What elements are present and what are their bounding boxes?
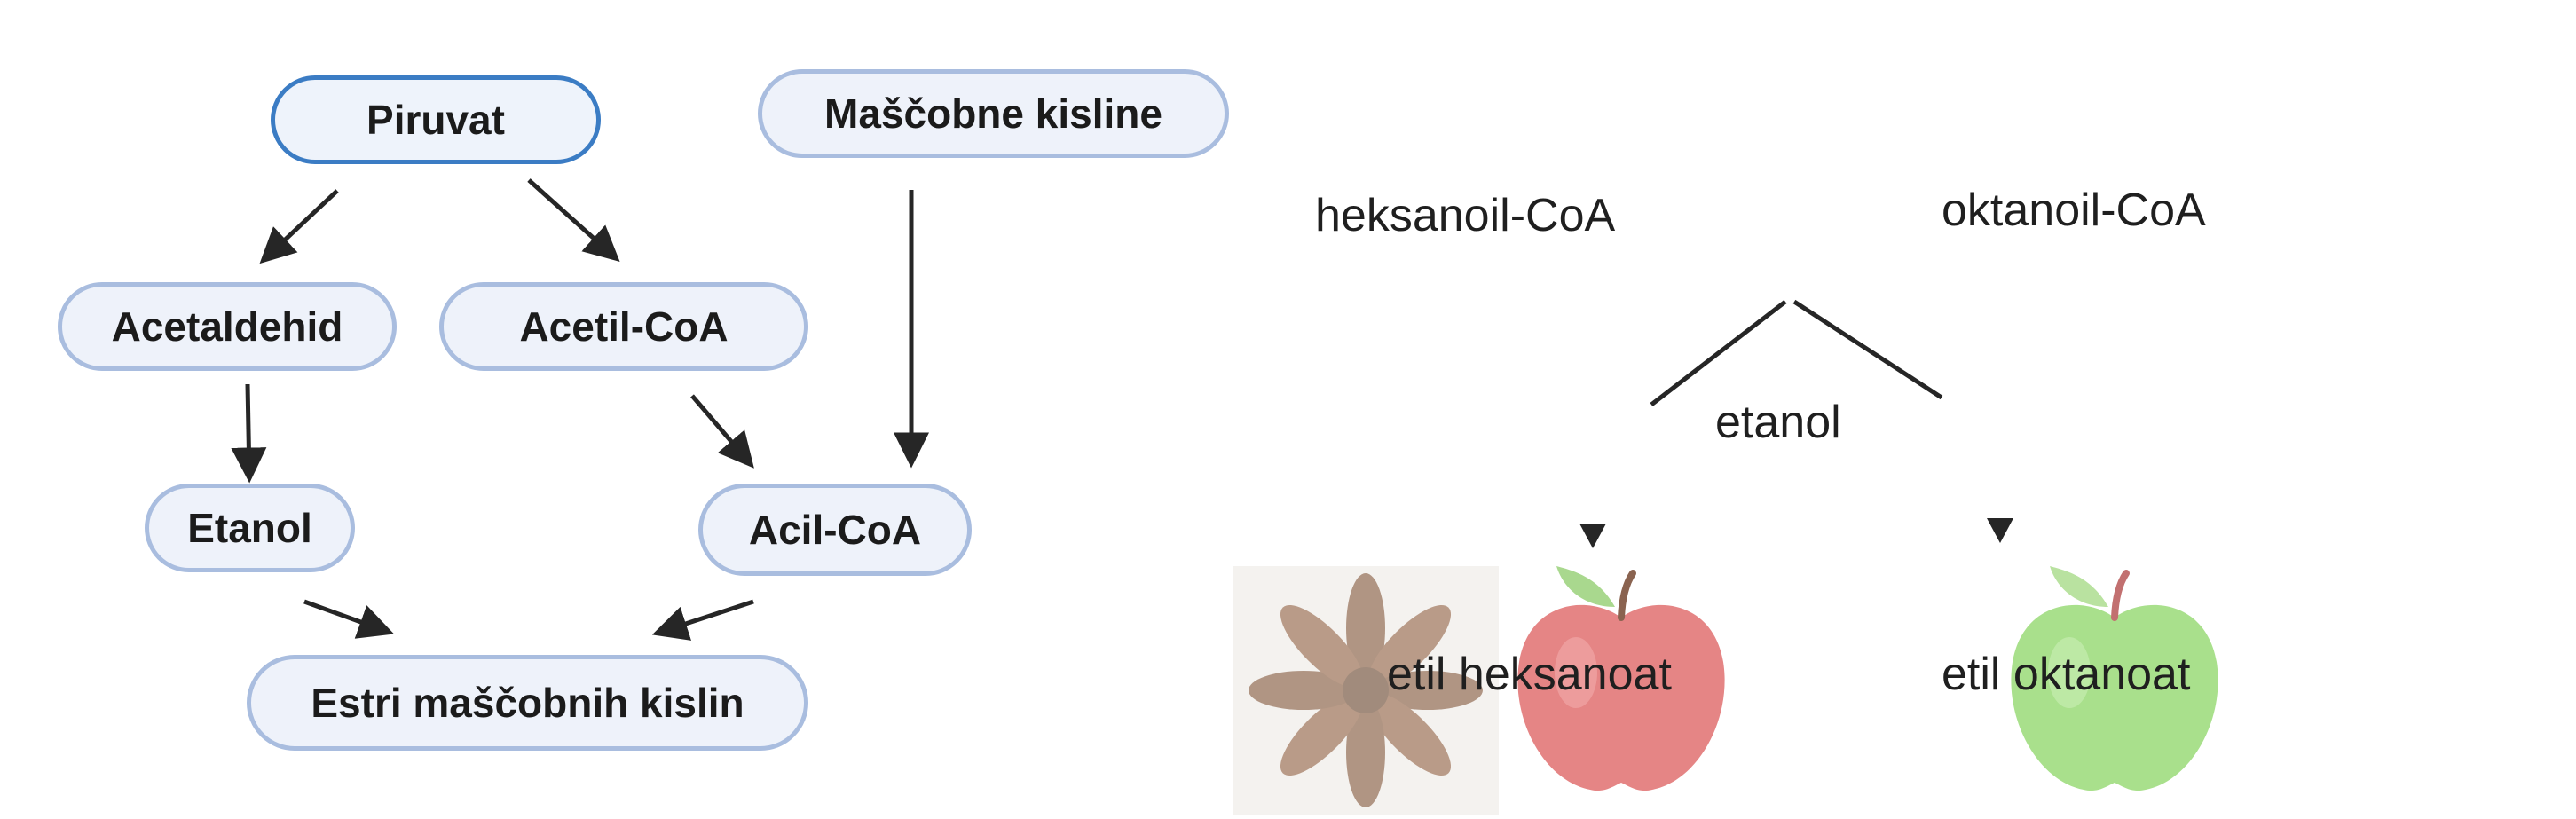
- green-apple-icon: [2011, 566, 2218, 791]
- node-acetil-coa: Acetil-CoA: [439, 282, 808, 371]
- node-acetaldehid: Acetaldehid: [58, 282, 397, 371]
- node-mascobne-kisline: Maščobne kisline: [758, 69, 1229, 158]
- branch-line-right: [1792, 299, 1943, 400]
- arrow-etanol-to-estri: [303, 599, 395, 639]
- label-etanol: etanol: [1715, 397, 1841, 448]
- label-heksanoil-coa: heksanoil-CoA: [1315, 190, 1616, 241]
- label-etil-oktanoat: etil oktanoat: [1942, 649, 2191, 700]
- branch-line-left: [1650, 300, 1787, 406]
- red-apple-icon: [1517, 566, 1725, 791]
- arrow-piruvat-to-acetaldehid: [259, 189, 339, 264]
- label-oktanoil-coa: oktanoil-CoA: [1942, 185, 2206, 236]
- node-piruvat: Piruvat: [271, 75, 601, 164]
- node-estri-mascobnih-kislin: Estri maščobnih kislin: [247, 655, 808, 751]
- node-acil-coa: Acil-CoA: [698, 484, 972, 576]
- arrow-acil-coa-to-estri: [651, 599, 754, 641]
- arrow-head-oktanoat: [1987, 518, 2013, 543]
- arrow-acetaldehid-to-etanol: [231, 383, 267, 484]
- node-etanol: Etanol: [145, 484, 355, 572]
- arrow-piruvat-to-acetil-coa: [527, 178, 620, 263]
- arrow-acetil-coa-to-acil-coa: [690, 394, 754, 469]
- label-etil-heksanoat: etil heksanoat: [1387, 649, 1672, 700]
- arrow-head-heksanoat: [1579, 524, 1606, 548]
- star-anise-icon: [1233, 566, 1499, 815]
